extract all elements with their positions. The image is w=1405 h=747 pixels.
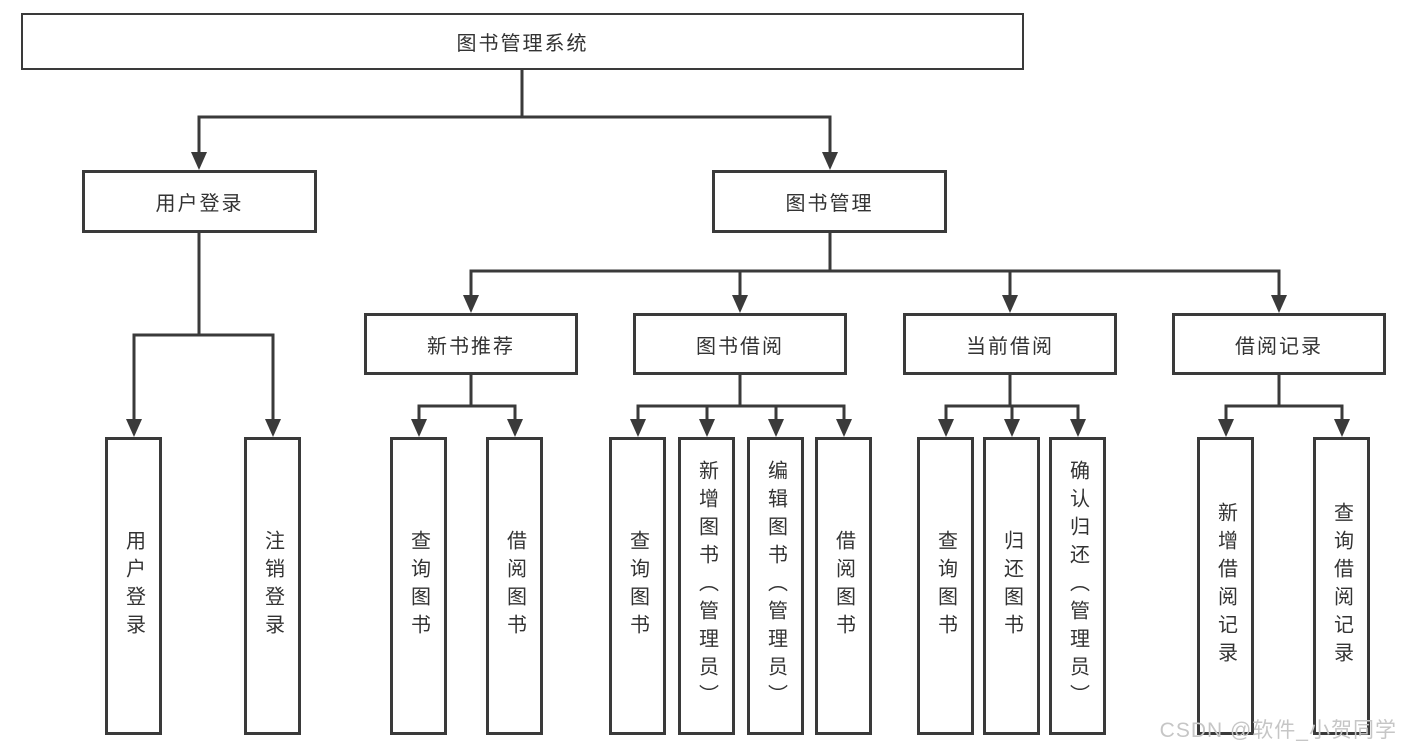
node-label: 查询图书 (407, 530, 430, 642)
leaf-borrow-books: 借阅图书 (815, 437, 872, 735)
connector-current-to-leaves (944, 375, 1080, 421)
connector-record-to-leaves (1224, 375, 1344, 421)
connector-newrec-to-leaves (417, 375, 517, 421)
node-label: 归还图书 (1000, 530, 1023, 642)
node-label: 查询图书 (626, 530, 649, 642)
node-label: 当前借阅 (966, 335, 1054, 358)
connector-mgmt-to-level3 (469, 233, 1281, 297)
connector-borrow-to-leaves (636, 375, 846, 421)
node-label: 注销登录 (261, 530, 284, 642)
node-label: 图书管理 (785, 193, 874, 215)
leaf-query-borrow-record: 查询借阅记录 (1313, 437, 1370, 735)
node-label: 查询借阅记录 (1330, 502, 1353, 670)
node-label: 编辑图书（管理员） (764, 460, 787, 712)
csdn-watermark: CSDN @软件_小贺同学 (1159, 719, 1397, 742)
node-label: 图书借阅 (696, 335, 784, 358)
node-label: 图书管理系统 (456, 33, 589, 55)
connector-root-to-level2 (197, 70, 832, 154)
leaf-query-books: 查询图书 (917, 437, 974, 735)
node-label: 确认归还（管理员） (1066, 460, 1089, 712)
node-label: 新增图书（管理员） (695, 460, 718, 712)
leaf-query-books: 查询图书 (390, 437, 447, 735)
node-label: 用户登录 (155, 193, 244, 215)
leaf-logout: 注销登录 (244, 437, 301, 735)
leaf-borrow-books: 借阅图书 (486, 437, 543, 735)
node-book-borrow: 图书借阅 (633, 313, 847, 375)
leaf-add-borrow-record: 新增借阅记录 (1197, 437, 1254, 735)
arrowheads (126, 152, 1350, 437)
node-label: 查询图书 (934, 530, 957, 642)
node-current-borrow: 当前借阅 (903, 313, 1117, 375)
leaf-confirm-return-admin: 确认归还（管理员） (1049, 437, 1106, 735)
leaf-add-book-admin: 新增图书（管理员） (678, 437, 735, 735)
node-label: 新增借阅记录 (1214, 502, 1237, 670)
connector-login-to-leaves (132, 233, 275, 421)
node-borrow-record: 借阅记录 (1172, 313, 1386, 375)
node-root-system: 图书管理系统 (21, 13, 1024, 70)
leaf-user-login: 用户登录 (105, 437, 162, 735)
node-user-login: 用户登录 (82, 170, 317, 233)
node-label: 借阅图书 (832, 530, 855, 642)
leaf-query-books: 查询图书 (609, 437, 666, 735)
node-new-book-recommend: 新书推荐 (364, 313, 578, 375)
leaf-edit-book-admin: 编辑图书（管理员） (747, 437, 804, 735)
leaf-return-books: 归还图书 (983, 437, 1040, 735)
node-book-management: 图书管理 (712, 170, 947, 233)
node-label: 新书推荐 (427, 335, 515, 358)
node-label: 借阅图书 (503, 530, 526, 642)
node-label: 用户登录 (122, 530, 145, 642)
node-label: 借阅记录 (1235, 335, 1323, 358)
